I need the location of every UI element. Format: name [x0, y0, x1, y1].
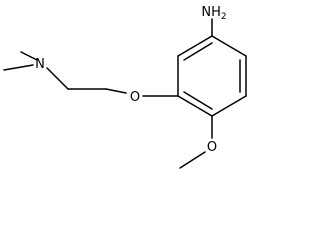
amine-label: NH2: [201, 5, 226, 22]
bond-n-ch2: [46, 67, 69, 90]
bond-methoxy-methyl: [179, 151, 206, 169]
bond-ch2-o: [105, 88, 127, 94]
amine-label-subscript: 2: [221, 12, 227, 22]
methoxy-o-label: O: [207, 140, 217, 155]
bonds: [3, 18, 247, 169]
bond-methyl-top: [20, 51, 38, 61]
ring-bond-c5-c4: [211, 95, 247, 117]
ring-double-c2-c1: [183, 42, 213, 61]
dimethylamino-n-label: N: [35, 57, 45, 72]
amine-label-main: NH: [201, 5, 221, 20]
structure-drawing: NH2 N O O: [3, 5, 247, 169]
ring-double-c4-c3: [183, 91, 213, 110]
ring-bond-c2-c1: [177, 35, 213, 57]
structure-canvas: NH2 N O O: [3, 5, 247, 169]
ring-bond-c4-c3: [177, 95, 213, 117]
ether-o-label: O: [130, 90, 140, 105]
bond-methyl-left: [3, 64, 34, 71]
atom-labels: NH2 N O O: [35, 5, 226, 155]
ring-bond-c1-c6: [211, 35, 247, 57]
